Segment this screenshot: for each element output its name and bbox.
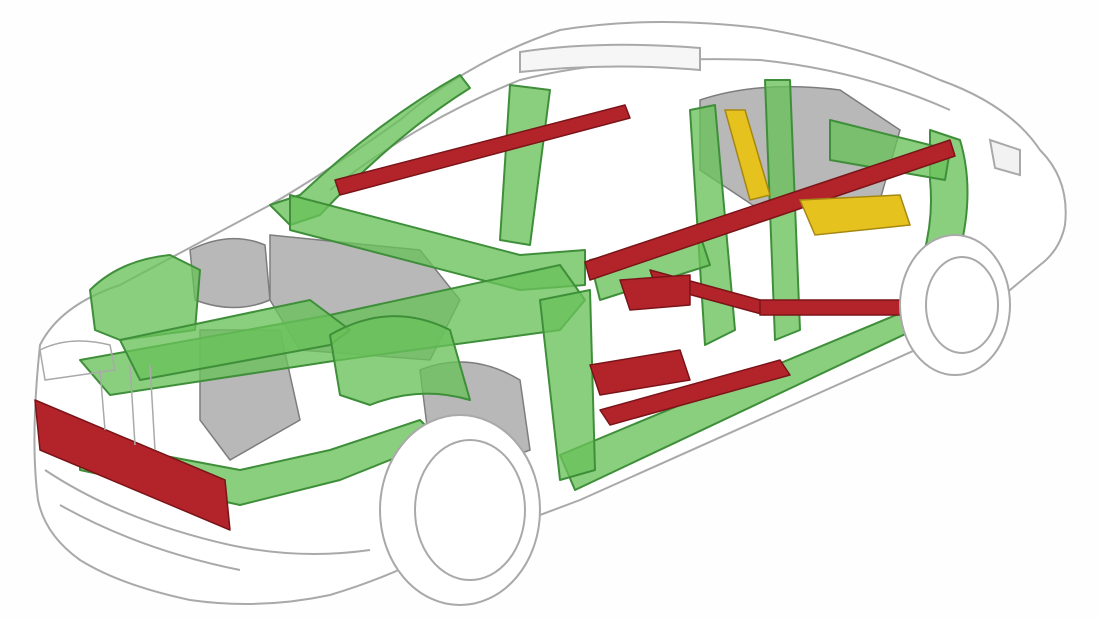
front-wheel (379, 414, 541, 606)
rear-floor-rail (759, 299, 911, 316)
grille-bar-1 (129, 364, 136, 446)
floor-cross-member-4 (619, 274, 691, 311)
floor-cross-members (589, 269, 911, 426)
rear-seat-bracket (724, 109, 771, 201)
rear-seat-reinforcement (724, 109, 912, 236)
front-tire-inner (414, 439, 526, 581)
grille-bar-2 (149, 364, 156, 451)
door-intrusion-beam (584, 139, 956, 281)
rear-tire-inner (925, 256, 999, 354)
front-grille-details (39, 340, 156, 451)
cowl-cross-member (289, 194, 586, 291)
body-in-white-structure (79, 74, 969, 506)
front-wheelhouse (329, 315, 471, 406)
front-tire (379, 414, 541, 606)
rear-seat-cross-beam (798, 194, 912, 236)
roof-cross-member (334, 104, 631, 196)
floor-cross-member-1 (589, 349, 691, 396)
front-bumper-beam (34, 399, 231, 531)
reinforcement-parts (34, 104, 956, 531)
floor-cross-member-2 (599, 359, 791, 426)
front-lower-pillar (539, 289, 596, 481)
grille-bar-3 (99, 369, 106, 431)
a-pillar-inner (499, 84, 551, 246)
rear-tire (899, 234, 1011, 376)
headlight (39, 340, 116, 381)
rear-wheel (899, 234, 1011, 376)
